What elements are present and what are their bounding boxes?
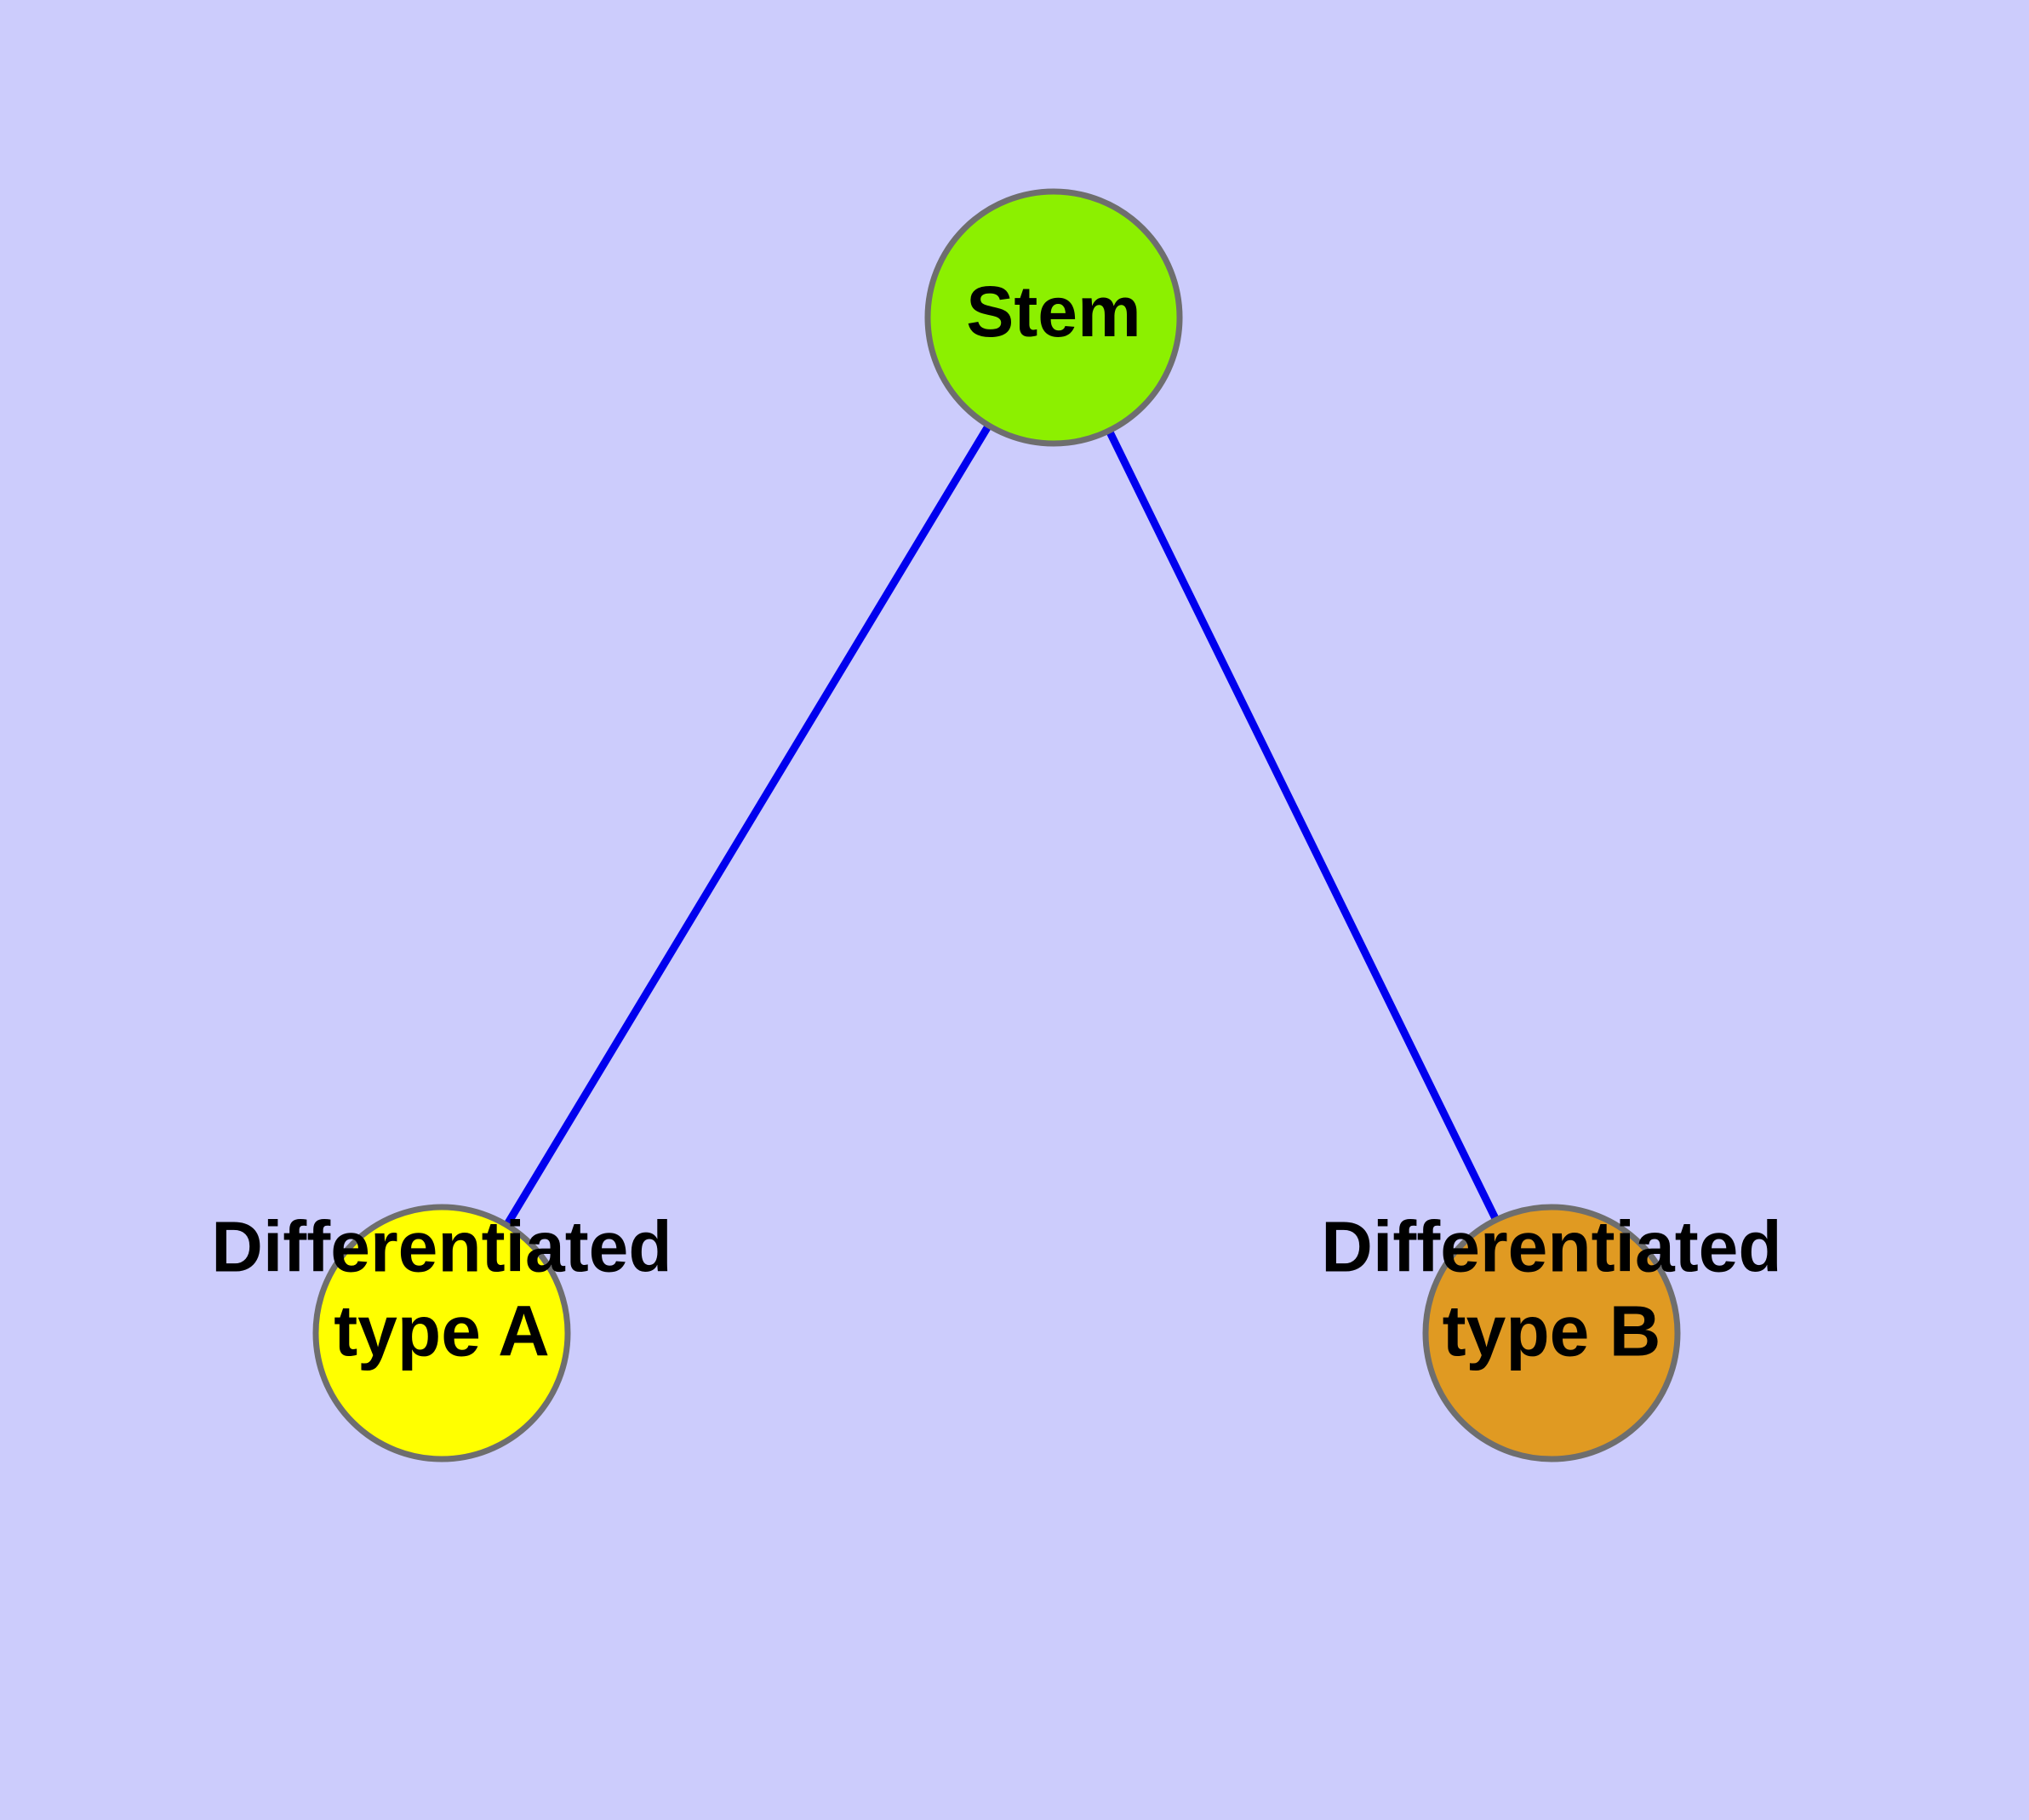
- edge-stem-to-diff-b: [1049, 316, 1556, 1335]
- edge-stem-to-diff-a: [438, 315, 1057, 1336]
- node-label-diff-a-line-1: Differentiated: [211, 1207, 672, 1287]
- node-stem[interactable]: Stem: [924, 188, 1183, 447]
- node-circle-diff-b[interactable]: [1422, 1204, 1681, 1462]
- node-label-stem-line-1: Stem: [966, 272, 1140, 352]
- edge-layer: [438, 315, 1556, 1336]
- node-label-diff-b-line-2: type B: [1443, 1291, 1661, 1371]
- node-circle-stem[interactable]: [924, 188, 1183, 447]
- node-circle-diff-a[interactable]: [312, 1204, 571, 1462]
- node-label-diff-b-line-1: Differentiated: [1321, 1207, 1781, 1287]
- node-label-diff-a-line-2: type A: [334, 1291, 550, 1371]
